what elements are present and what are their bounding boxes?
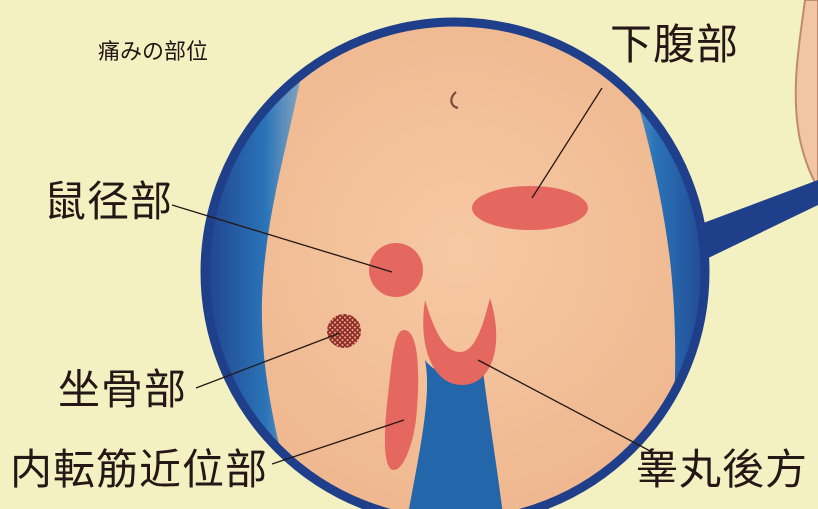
- leader-lower-abdomen: [531, 87, 603, 199]
- label-inguinal: 鼠径部: [44, 177, 174, 226]
- label-ischium: 坐骨部: [58, 365, 188, 414]
- pain-area-inguinal: [369, 243, 423, 297]
- pain-area-retrotesticular: [423, 298, 497, 385]
- leader-ischium: [195, 332, 341, 389]
- body-outline: [794, 0, 818, 191]
- label-adductor: 内転筋近位部: [10, 445, 269, 494]
- pain-area-lower-abdomen: [472, 186, 588, 230]
- leader-adductor: [271, 419, 405, 465]
- label-retrotesticular: 睾丸後方: [636, 445, 809, 494]
- navel: [450, 91, 459, 110]
- magnifier-border: [200, 17, 710, 509]
- pain-area-adductor: [384, 330, 419, 470]
- pain-area-ischium: [327, 314, 361, 348]
- crotch-shadow: [405, 360, 505, 509]
- label-lower-abdomen: 下腹部: [610, 20, 740, 69]
- diagram-title: 痛みの部位: [98, 40, 209, 65]
- leader-inguinal: [171, 204, 393, 273]
- leader-retrotesticular: [477, 359, 653, 453]
- magnifier-pointer: [690, 180, 818, 262]
